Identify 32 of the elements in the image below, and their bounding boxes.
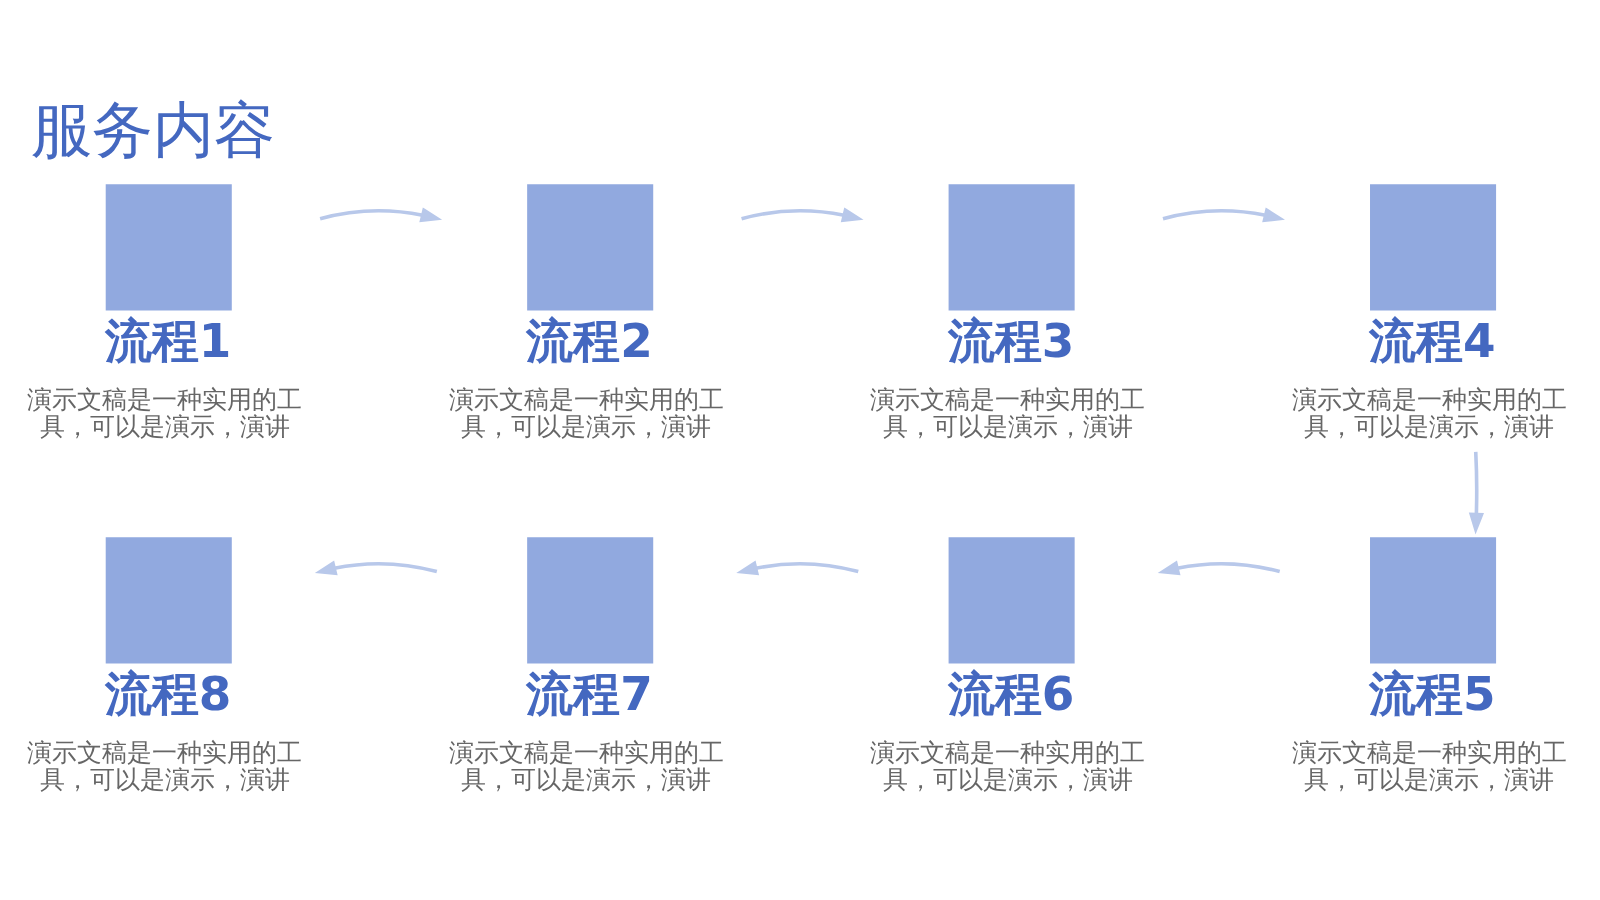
node-label: 演示文稿是一种实用的工具，可以是演示，演讲 [27,738,303,795]
node-box [105,537,232,664]
arrow [1162,207,1285,223]
diagram-title: 服务内容 [30,94,275,166]
node-label: 演示文稿是一种实用的工具，可以是演示，演讲 [27,385,303,442]
node-box [105,184,232,311]
node-label: 流程3 [947,313,1075,368]
node-label: 流程8 [104,666,232,721]
node-label: 流程7 [526,666,653,721]
arrow [314,560,438,576]
node-box [1370,184,1497,311]
arrow [1157,560,1281,576]
node-label: 演示文稿是一种实用的工具，可以是演示，演讲 [448,385,724,442]
node-box [527,537,654,664]
node-label: 流程5 [1369,666,1496,721]
node-box [948,184,1075,311]
node-label: 流程2 [526,313,653,368]
arrow [319,207,443,223]
arrow [736,560,859,576]
node-label: 演示文稿是一种实用的工具，可以是演示，演讲 [870,385,1146,442]
arrow [741,207,864,223]
node-label: 演示文稿是一种实用的工具，可以是演示，演讲 [1291,738,1567,795]
node-box [948,537,1075,664]
node-label: 流程1 [104,313,232,368]
arrow [1468,451,1484,535]
node-box [527,184,654,311]
node-label: 流程4 [1369,313,1496,368]
node-box [1370,537,1497,664]
node-label: 演示文稿是一种实用的工具，可以是演示，演讲 [448,738,724,795]
node-label: 流程6 [947,666,1075,721]
node-label: 演示文稿是一种实用的工具，可以是演示，演讲 [870,738,1146,795]
node-label: 演示文稿是一种实用的工具，可以是演示，演讲 [1291,385,1567,442]
